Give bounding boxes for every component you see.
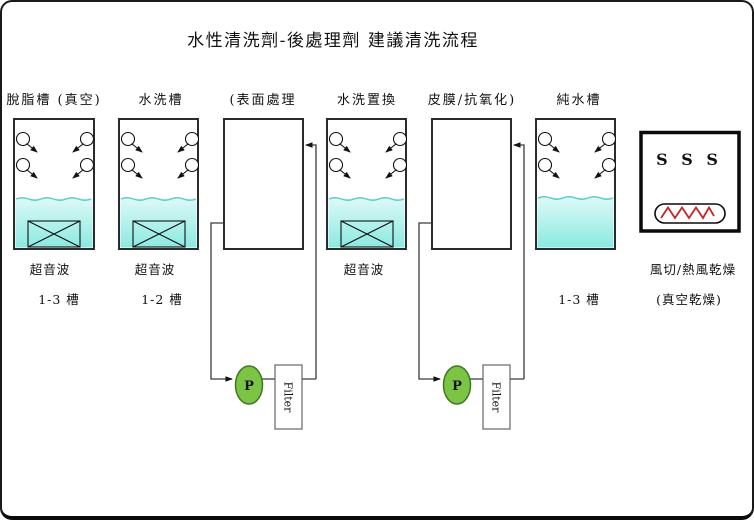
tank-pure-water xyxy=(535,118,616,250)
pipe-outlet-1 xyxy=(210,222,233,382)
filter-label: Filter xyxy=(490,382,503,414)
heater-capsule xyxy=(654,203,726,224)
ultrasonic-label-2: 超音波 xyxy=(135,262,176,277)
pipe-outlet-2 xyxy=(418,222,441,382)
filter-label: Filter xyxy=(282,382,295,414)
tank-coating-antioxidation xyxy=(431,118,512,250)
filter-1: Filter xyxy=(274,364,303,430)
tank-label-degreasing: 脫脂槽 (真空) xyxy=(6,93,101,108)
tank-label-rinse-1: 水洗槽 xyxy=(138,93,183,108)
pump-2: P xyxy=(442,365,472,405)
tank-degreasing xyxy=(13,118,95,250)
dryer-inner-label: S S S xyxy=(656,150,722,169)
dryer-alt-label: (真空乾燥) xyxy=(656,292,722,307)
pump-label: P xyxy=(452,379,462,394)
tank-label-rinse-replacement: 水洗置換 xyxy=(337,93,397,108)
water-surface xyxy=(537,196,614,200)
filter-2: Filter xyxy=(482,364,511,430)
pump-1: P xyxy=(234,365,264,405)
pump-icon xyxy=(442,365,472,405)
tank-surface-treatment xyxy=(223,118,304,250)
tank-rinse-replacement xyxy=(326,118,407,250)
dryer-unit: S S S xyxy=(639,130,741,233)
tank-body xyxy=(431,118,512,250)
pipe-return-2 xyxy=(513,142,525,379)
water-fill xyxy=(15,198,93,248)
tank-label-pure-water: 純水槽 xyxy=(556,93,601,108)
filter-box xyxy=(274,364,303,430)
heater-element-icon xyxy=(660,205,715,220)
dryer-method-label: 風切/熱風乾燥 xyxy=(650,262,736,277)
water-fill xyxy=(537,197,614,248)
tank-count-label-1: 1-3 槽 xyxy=(38,292,80,307)
pump-label: P xyxy=(244,379,254,394)
tank-body xyxy=(223,118,304,250)
filter-box xyxy=(482,364,511,430)
page-title: 水性清洗劑-後處理劑 建議清洗流程 xyxy=(187,31,479,51)
tank-label-surface-treatment: (表面處理 xyxy=(229,93,296,108)
tank-rinse-1 xyxy=(118,118,199,250)
tank-count-label-2: 1-2 槽 xyxy=(141,292,183,307)
tank-count-label-6: 1-3 槽 xyxy=(558,292,600,307)
pipe-return-1 xyxy=(305,142,317,379)
water-surface xyxy=(328,197,405,201)
ultrasonic-label-4: 超音波 xyxy=(344,262,385,277)
tank-label-coating: 皮膜/抗氧化) xyxy=(428,93,516,108)
pump-icon xyxy=(234,365,264,405)
water-surface xyxy=(15,197,92,201)
ultrasonic-label-1: 超音波 xyxy=(30,262,71,277)
water-surface xyxy=(120,197,197,201)
